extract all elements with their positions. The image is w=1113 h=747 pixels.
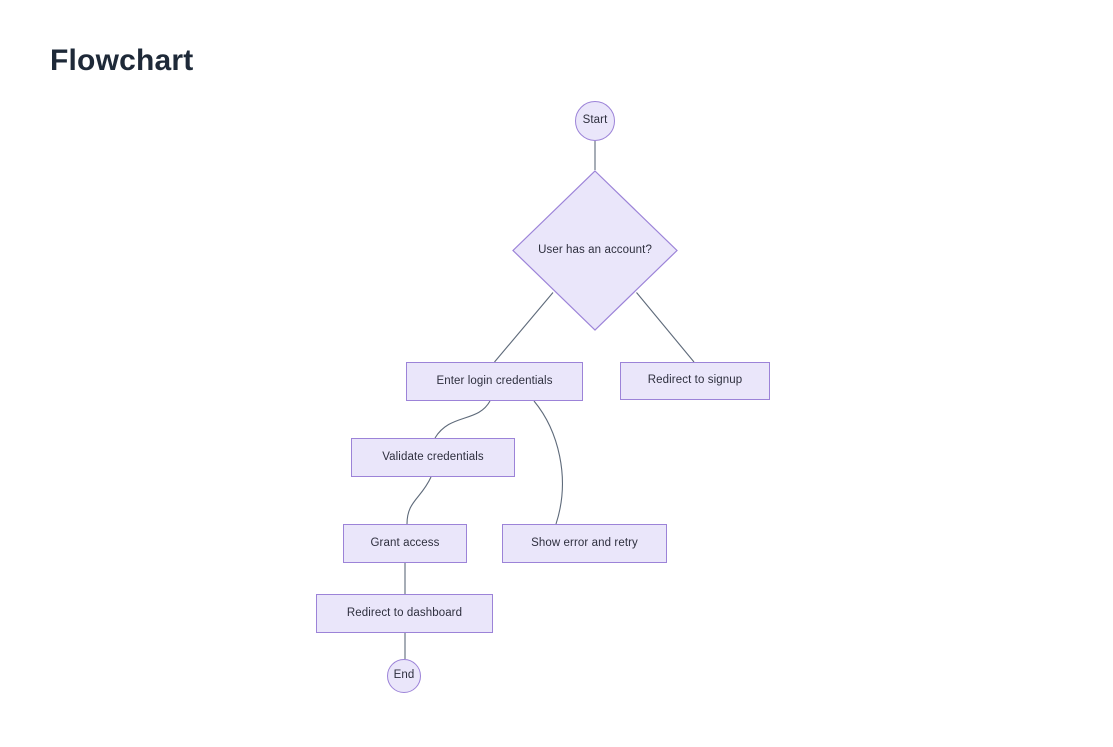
flow-node-show-error-label: Show error and retry xyxy=(531,536,638,549)
edge-enter-login-show-error xyxy=(533,400,563,525)
flow-node-redirect-signup-label: Redirect to signup xyxy=(647,374,743,387)
flow-node-redirect-dashboard: Redirect to dashboard xyxy=(316,594,493,633)
flow-node-decision-account: User has an account? xyxy=(512,170,678,331)
flow-node-grant-access: Grant access xyxy=(343,524,467,563)
flow-node-redirect-signup: Redirect to signup xyxy=(620,362,770,400)
edge-decision-enter-login xyxy=(494,292,554,363)
flow-node-start-label: Start xyxy=(582,114,608,127)
flow-node-show-error: Show error and retry xyxy=(502,524,667,563)
flow-node-end: End xyxy=(387,659,421,693)
flow-node-enter-login-label: Enter login credentials xyxy=(436,374,553,387)
edge-decision-redirect-signup xyxy=(636,292,695,363)
page-title: Flowchart xyxy=(50,44,194,77)
flow-node-validate-credentials: Validate credentials xyxy=(351,438,515,477)
flow-node-end-label: End xyxy=(393,669,415,682)
flow-node-enter-login: Enter login credentials xyxy=(406,362,583,401)
edge-enter-login-validate xyxy=(434,400,491,439)
edge-validate-grant-access xyxy=(406,476,432,525)
flow-node-start: Start xyxy=(575,101,615,141)
flow-node-validate-credentials-label: Validate credentials xyxy=(382,450,484,463)
flow-node-redirect-dashboard-label: Redirect to dashboard xyxy=(346,606,463,619)
flow-node-grant-access-label: Grant access xyxy=(370,536,440,549)
diamond-shape-icon xyxy=(512,170,678,331)
flow-node-decision-account-label: User has an account? xyxy=(538,243,652,256)
